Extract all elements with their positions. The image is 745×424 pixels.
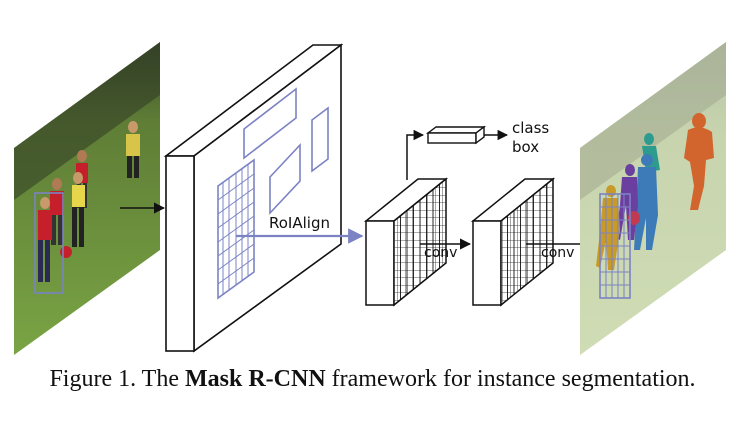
fc-layer xyxy=(427,132,477,144)
roi-grid xyxy=(217,158,255,300)
caption-bold: Mask R-CNN xyxy=(185,366,326,392)
box-label: box xyxy=(512,138,539,156)
mask-rcnn-diagram: RoIAlign class box conv xyxy=(14,42,726,355)
input-image xyxy=(14,42,160,355)
roi-feature-block-2 xyxy=(470,177,556,307)
roialign-label: RoIAlign xyxy=(269,214,330,232)
roi-feature-block-1 xyxy=(363,177,449,307)
class-box-branch xyxy=(406,125,509,180)
roi-box-output xyxy=(599,193,631,299)
class-label: class xyxy=(512,119,549,137)
player-figures xyxy=(38,121,140,282)
caption-prefix: Figure 1. The xyxy=(49,366,185,392)
segmentation-masks xyxy=(596,113,714,270)
output-image xyxy=(580,42,726,355)
caption-suffix: framework for instance segmentation. xyxy=(325,366,696,392)
roi-box-input xyxy=(34,192,64,294)
conv-label-2: conv xyxy=(541,245,574,261)
figure-caption: Figure 1. The Mask R-CNN framework for i… xyxy=(0,366,745,393)
conv-label-1: conv xyxy=(424,245,457,261)
region-proposals xyxy=(243,87,329,216)
